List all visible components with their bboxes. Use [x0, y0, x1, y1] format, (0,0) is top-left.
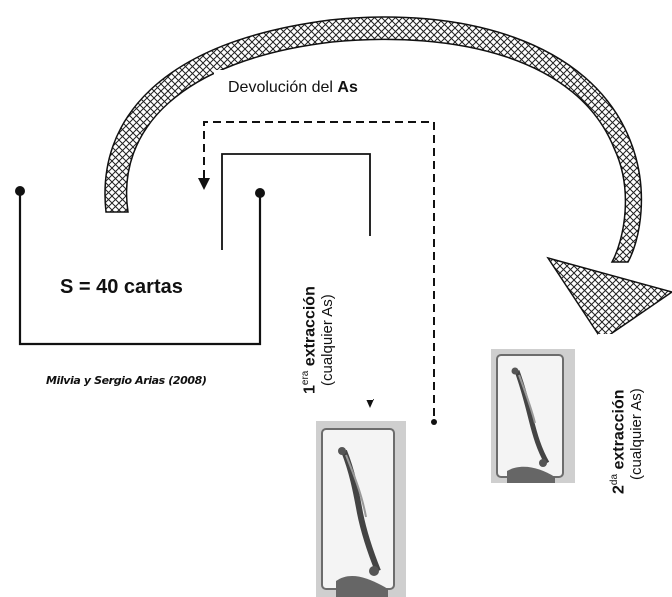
return-dashed-arrow — [203, 121, 435, 420]
second-extraction-label: 2da extracción (cualquier As) — [606, 388, 646, 494]
first-extraction-sub: (cualquier As) — [319, 294, 337, 386]
first-extraction-suffix: era — [300, 370, 311, 386]
second-extraction-box — [598, 334, 672, 502]
card-image-first — [316, 421, 406, 597]
first-extraction-box — [289, 236, 373, 400]
return-label-bold: As — [337, 79, 358, 96]
big-curved-arrow-body — [104, 16, 643, 263]
second-extraction-word: extracción — [610, 389, 628, 474]
author-credit: Milvia y Sergio Arias (2008) — [40, 366, 262, 396]
big-curved-arrow-head — [546, 256, 672, 342]
set-size-label: S = 40 cartas — [46, 266, 230, 308]
second-extraction-ordinal: 2 — [610, 485, 628, 494]
second-extraction-suffix: da — [609, 473, 620, 486]
return-arrowhead — [198, 178, 210, 190]
container-urn — [18, 192, 262, 346]
container-left-pin — [15, 186, 25, 196]
second-extraction-sub: (cualquier As) — [628, 388, 646, 480]
container-right-pin — [255, 188, 265, 198]
first-extraction-word: extracción — [301, 286, 319, 371]
first-extraction-label: 1era extracción (cualquier As) — [297, 286, 337, 394]
first-extraction-ordinal: 1 — [301, 385, 319, 394]
return-dashed-end — [431, 419, 437, 425]
return-label-prefix: Devolución del — [228, 79, 338, 96]
first-extraction-arrowhead — [366, 399, 374, 408]
return-label: Devolución del As — [214, 70, 422, 106]
card-image-second — [491, 349, 575, 483]
